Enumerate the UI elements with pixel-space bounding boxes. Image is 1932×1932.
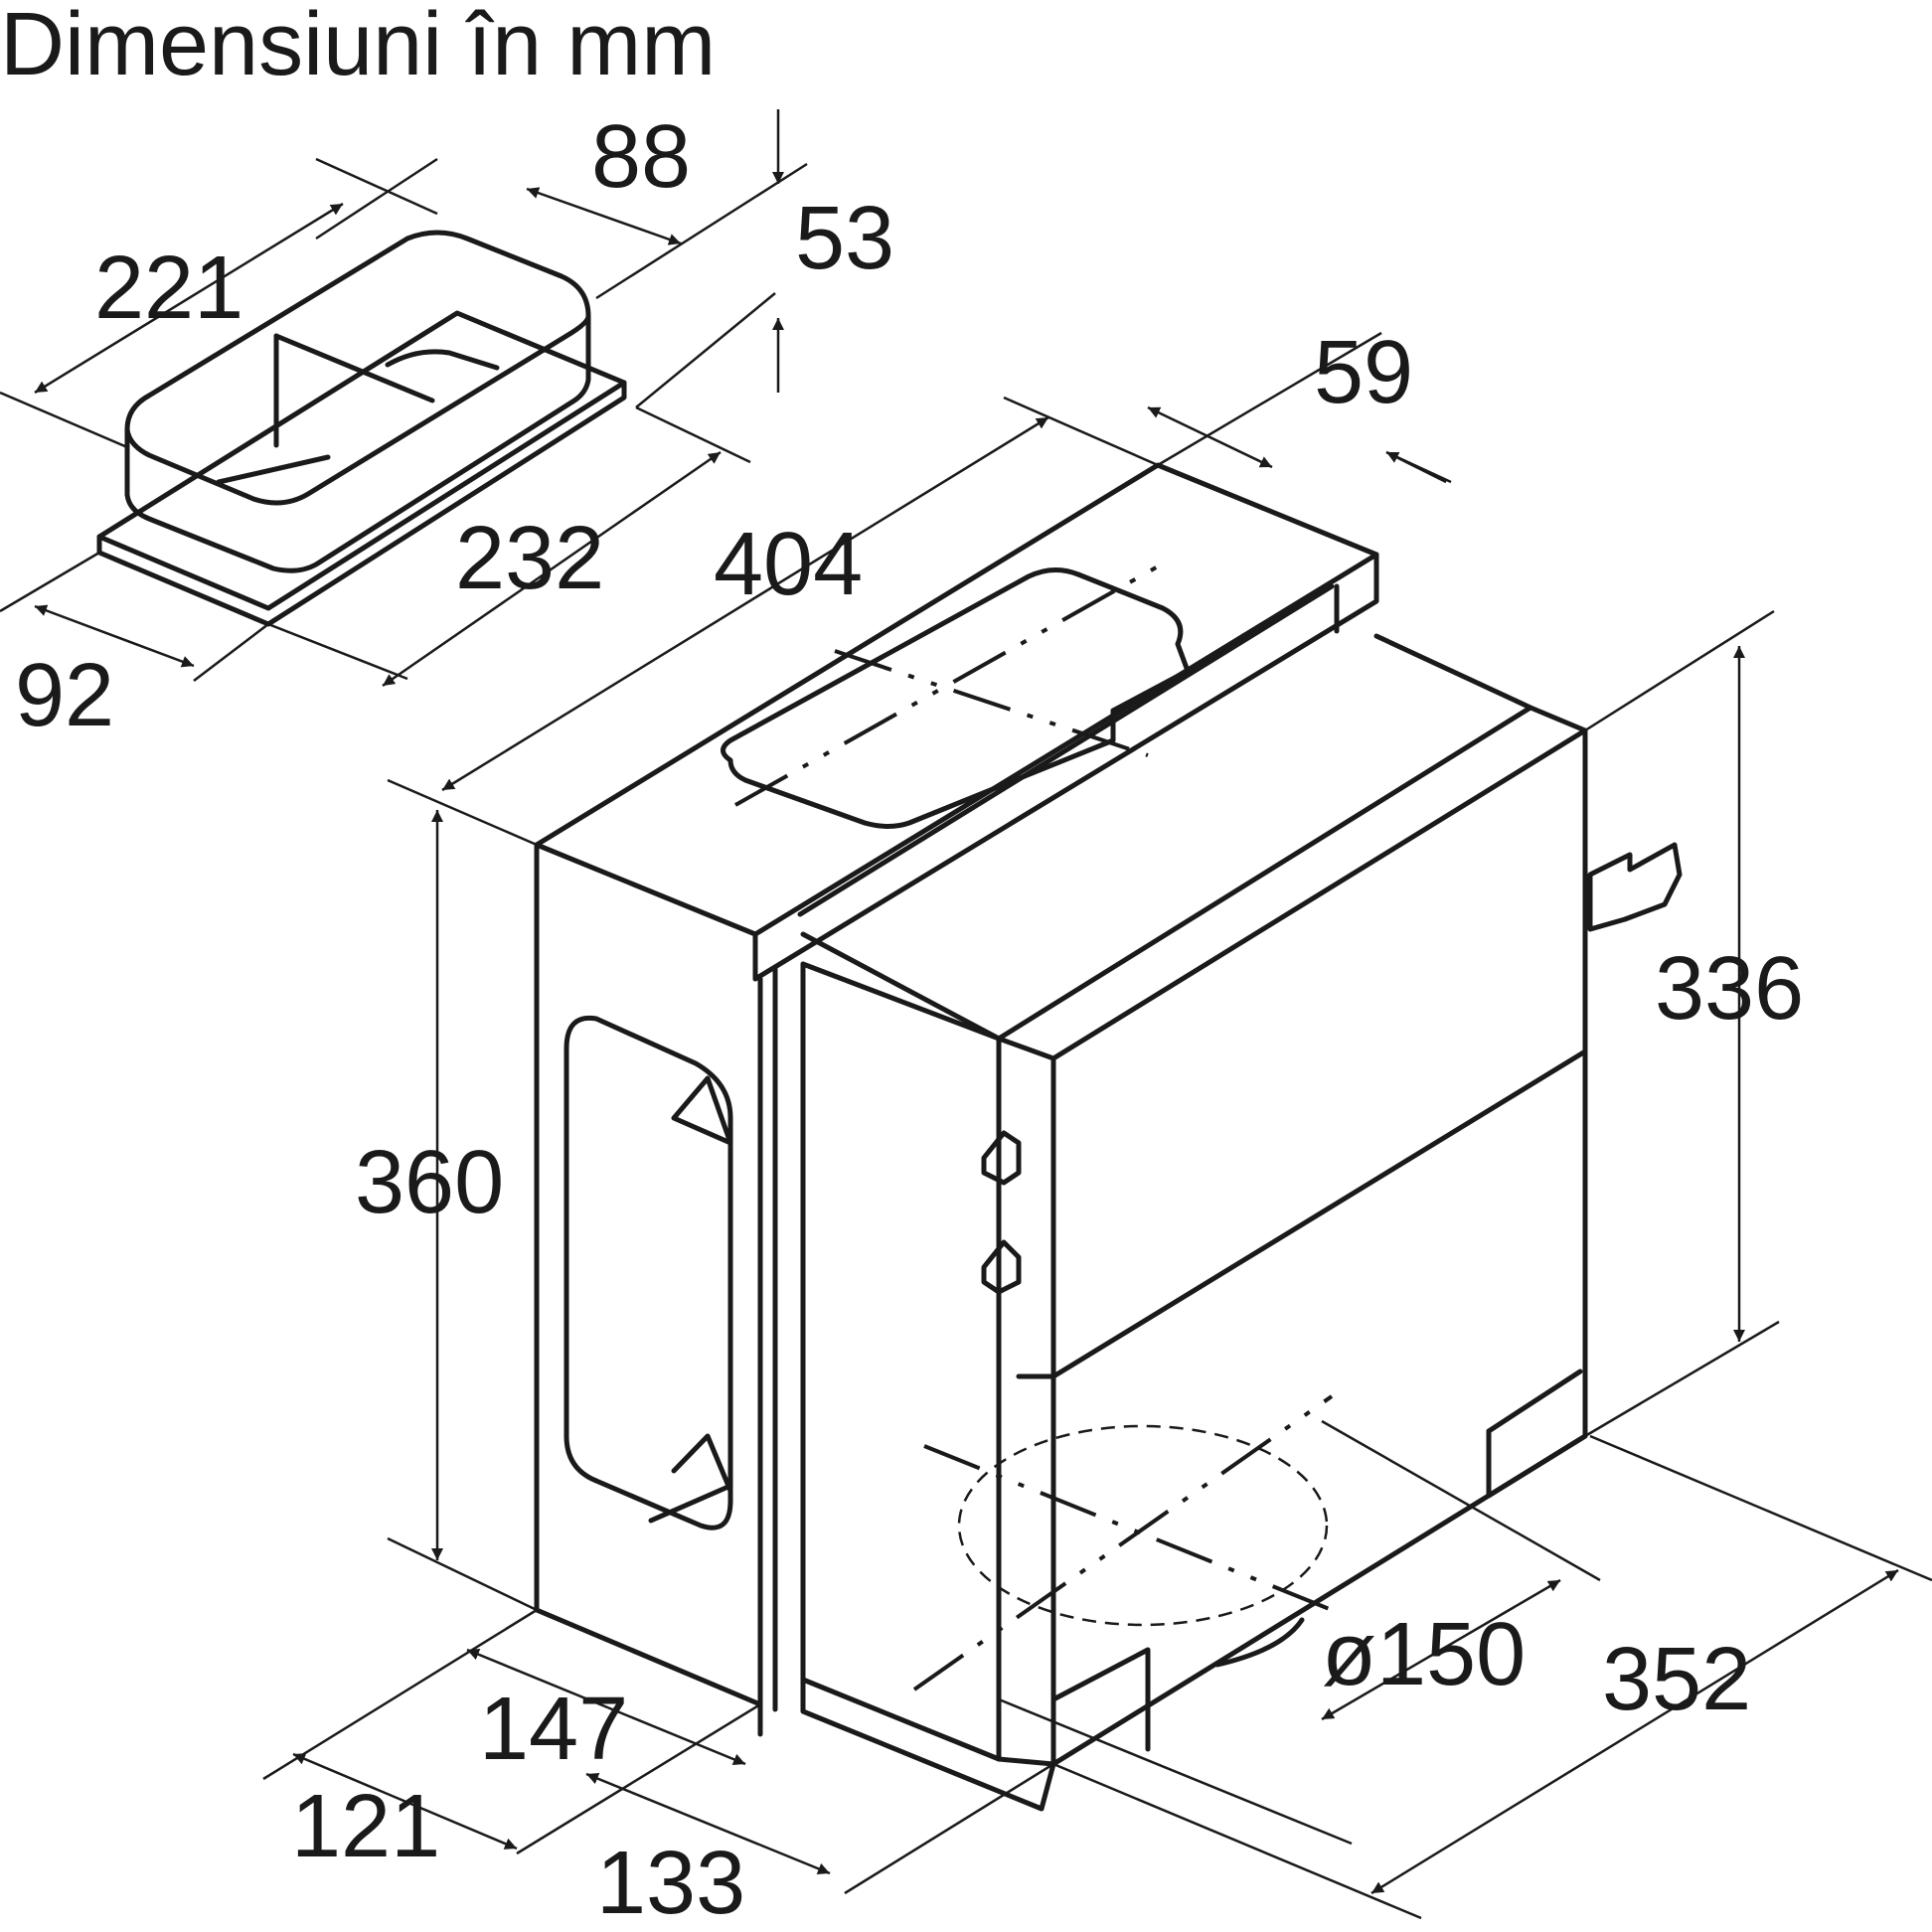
dim-232: 232 xyxy=(455,509,604,608)
housing-body xyxy=(262,331,1932,1920)
dim-59: 59 xyxy=(1314,323,1413,422)
dim-336: 336 xyxy=(1655,939,1804,1039)
dim-133: 133 xyxy=(596,1834,745,1932)
dim-147: 147 xyxy=(479,1680,628,1779)
dimension-labels: 88 53 221 232 92 59 404 336 360 ø150 352… xyxy=(15,107,1804,1932)
page-title: Dimensiuni în mm xyxy=(0,0,717,94)
dim-121: 121 xyxy=(291,1777,440,1876)
dim-88: 88 xyxy=(591,107,691,207)
dim-404: 404 xyxy=(714,515,863,614)
dim-352: 352 xyxy=(1602,1630,1751,1729)
dim-92: 92 xyxy=(15,646,114,745)
dim-diameter-150: ø150 xyxy=(1322,1605,1526,1704)
dim-53: 53 xyxy=(795,189,894,288)
outlet-circle-hidden xyxy=(957,1424,1329,1627)
dim-360: 360 xyxy=(355,1133,504,1232)
dim-221: 221 xyxy=(94,239,243,338)
